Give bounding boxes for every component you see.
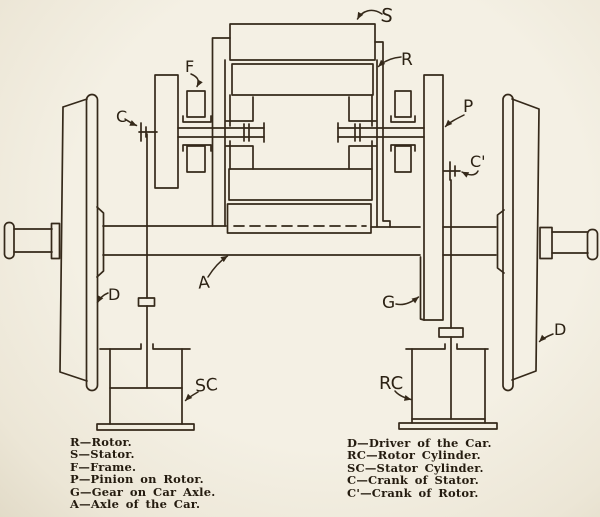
- motor-assembly: [177, 23, 425, 234]
- label-stator: S: [380, 4, 394, 27]
- arrow-pinion: [444, 114, 465, 128]
- stator-top: [229, 23, 376, 61]
- stator-bottom: [226, 203, 372, 234]
- shaft-hanger-brackets: [225, 96, 377, 170]
- shaft-bearing-ticks: [243, 122, 361, 143]
- label-gear: G: [382, 293, 395, 313]
- pinion-and-gear: [419, 74, 444, 321]
- crank-of-rotor: [442, 161, 461, 181]
- label-driver-right: D: [554, 320, 566, 339]
- gear-on-axle-edge: [419, 256, 425, 321]
- left-wheel-boss: [96, 206, 105, 278]
- arrow-rotor-cylinder: [394, 390, 412, 401]
- label-axle: A: [197, 273, 211, 294]
- left-wheel: [3, 93, 105, 392]
- stator-cylinder: [96, 343, 195, 431]
- right-wheel-rim: [502, 93, 514, 392]
- arrow-driver-right: [538, 333, 554, 343]
- legend-item: C'—Crank of Rotor.: [347, 485, 479, 500]
- frame-right-member: [374, 41, 391, 228]
- label-frame: F: [185, 57, 194, 76]
- motor-shaft: [177, 127, 425, 138]
- legend-item: P—Pinion on Rotor.: [70, 472, 204, 487]
- crank-of-stator: [138, 122, 158, 142]
- callout-labels: S R F C P C' D A G SC RC D: [108, 4, 566, 396]
- left-hub-plate: [50, 222, 61, 260]
- left-axle-end-cap: [3, 221, 15, 260]
- arrow-crank-of-stator: [124, 118, 138, 127]
- rotor-rod-crosshead: [438, 327, 464, 338]
- arrow-stator: [356, 9, 383, 20]
- legend-item: A—Axle of the Car.: [70, 497, 201, 512]
- rotor-connecting-rod: [438, 179, 464, 420]
- rotor-cylinder: [398, 343, 498, 430]
- car-axle: [102, 225, 497, 256]
- right-axle-end-cap: [586, 228, 599, 261]
- legend-item: S—Stator.: [70, 447, 135, 462]
- arrow-driver-left: [96, 292, 109, 304]
- legend-item: D—Driver of the Car.: [347, 436, 492, 450]
- label-rotor-cylinder: RC: [379, 373, 403, 394]
- label-crank-of-rotor: C': [470, 152, 486, 171]
- label-rotor: R: [401, 50, 413, 70]
- label-pinion: P: [463, 97, 473, 117]
- left-axle-journal: [13, 228, 53, 253]
- legend-item: G—Gear on Car Axle.: [70, 484, 216, 499]
- stator-rod-crosshead: [137, 297, 156, 307]
- legend-item: SC—Stator Cylinder.: [347, 460, 484, 475]
- arrow-crank-of-rotor: [461, 170, 479, 178]
- legend-item: C—Crank of Stator.: [347, 473, 479, 488]
- rotor-cylinder-base: [398, 422, 498, 430]
- stator-connecting-rod: [137, 133, 156, 389]
- legend-left: R—Rotor. S—Stator. F—Frame. P—Pinion on …: [70, 435, 216, 512]
- right-hub-plate: [539, 226, 553, 260]
- label-driver-left: D: [108, 285, 120, 304]
- right-wheel-disc: [511, 98, 540, 381]
- legend-right: D—Driver of the Car. RC—Rotor Cylinder. …: [347, 437, 492, 499]
- legend-item: RC—Rotor Cylinder.: [347, 448, 481, 463]
- right-wheel: [496, 93, 599, 392]
- frame-bearing-blocks: [182, 90, 416, 173]
- arrow-axle: [207, 255, 229, 278]
- left-wheel-disc: [59, 98, 88, 382]
- stator-cylinder-base: [96, 423, 195, 431]
- pinion-on-rotor: [423, 74, 444, 321]
- legend-item: R—Rotor.: [70, 435, 132, 449]
- right-wheel-boss: [496, 209, 505, 274]
- rotor-end-plates: [229, 94, 373, 170]
- arrow-gear: [395, 296, 420, 306]
- left-wheel-rim: [85, 93, 99, 392]
- stator-crank-disc: [154, 74, 179, 189]
- right-axle-journal: [551, 231, 589, 254]
- arrow-frame: [190, 73, 203, 88]
- label-crank-of-stator: C: [116, 107, 127, 126]
- rotor-top: [231, 63, 374, 96]
- arrow-rotor: [377, 56, 402, 68]
- label-stator-cylinder: SC: [194, 375, 218, 397]
- arrow-stator-cylinder: [184, 391, 199, 402]
- frame-left-member: [211, 37, 231, 227]
- rotor-bottom: [228, 168, 373, 201]
- legend-item: F—Frame.: [70, 459, 137, 474]
- callout-arrows: [96, 9, 554, 402]
